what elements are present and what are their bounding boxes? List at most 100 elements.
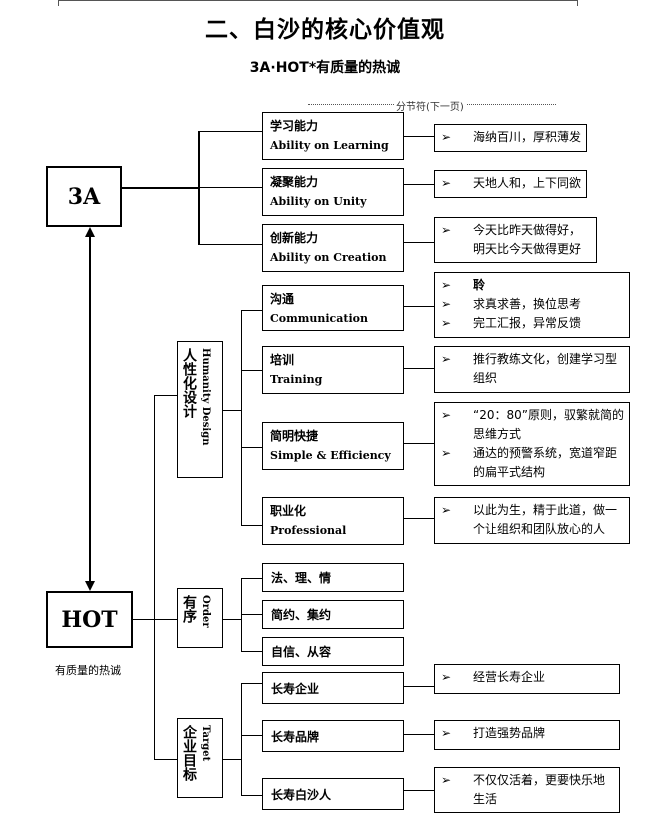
detail-text: 不仅仅活着，更要快乐地生活 bbox=[473, 773, 606, 806]
detail-simple-efficiency: ➢ “20：80”原则，驭繁就简的思维方式 ➢ 通达的预警系统，宽道窄距的扁平式结构 bbox=[434, 402, 630, 486]
arrow-up-icon bbox=[85, 227, 95, 237]
item-learning: 学习能力 Ability on Learning bbox=[262, 112, 404, 160]
item-communication-zh: 沟通 bbox=[270, 292, 295, 306]
page-title: 二、白沙的核心价值观 bbox=[205, 16, 445, 43]
detail-brand: ➢ 打造强势品牌 bbox=[434, 720, 620, 750]
bullet-icon: ➢ bbox=[441, 670, 452, 684]
item-creation-en: Ability on Creation bbox=[270, 251, 387, 264]
link-unity bbox=[404, 184, 434, 185]
item-simple-intensive: 简约、集约 bbox=[262, 600, 404, 629]
detail-unity: ➢天地人和，上下同欲 bbox=[434, 170, 587, 198]
item-long-life-brand: 长寿品牌 bbox=[262, 720, 404, 752]
bullet-icon: ➢ bbox=[441, 297, 452, 311]
bullet-icon: ➢ bbox=[441, 278, 452, 292]
detail-text: 海纳百川，厚积薄发 bbox=[473, 130, 582, 144]
page-subtitle: 3A·HOT*有质量的热诚 bbox=[249, 60, 401, 76]
detail-communication: ➢聆 ➢求真求善，换位思考 ➢完工汇报，异常反馈 bbox=[434, 272, 630, 338]
item-confident-calm: 自信、从容 bbox=[262, 637, 404, 666]
item-professional: 职业化 Professional bbox=[262, 497, 404, 545]
item-unity-zh: 凝聚能力 bbox=[270, 175, 319, 189]
bullet-icon: ➢ bbox=[441, 316, 452, 330]
link-brand bbox=[404, 734, 434, 735]
item-long-life-people-label: 长寿白沙人 bbox=[271, 787, 332, 802]
item-simple-efficiency: 简明快捷 Simple & Efficiency bbox=[262, 422, 404, 470]
connector-g3 bbox=[223, 759, 242, 760]
link-creation bbox=[404, 242, 434, 243]
bullet-icon: ➢ bbox=[441, 503, 452, 517]
bullet-icon: ➢ bbox=[441, 352, 452, 366]
item-simple-en: Simple & Efficiency bbox=[270, 449, 391, 462]
connector-3a-vertical bbox=[198, 131, 200, 245]
link-communication bbox=[404, 306, 434, 307]
section-break-label: 分节符(下一页) bbox=[394, 98, 466, 113]
connector-g2-item bbox=[241, 651, 262, 652]
arrow-down-icon bbox=[85, 581, 95, 591]
detail-text: 推行教练文化，创建学习型组织 bbox=[473, 352, 618, 385]
box-hot: HOT bbox=[46, 591, 133, 648]
connector-3a-item-1 bbox=[198, 131, 262, 132]
detail-text: 打造强势品牌 bbox=[473, 726, 546, 740]
link-enterprise bbox=[404, 686, 434, 687]
group-target: 企业目标 Target bbox=[177, 718, 223, 798]
item-creation: 创新能力 Ability on Creation bbox=[262, 224, 404, 272]
page-top-border-left bbox=[58, 0, 59, 6]
box-hot-label: HOT bbox=[61, 606, 118, 633]
detail-text: 通达的预警系统，宽道窄距的扁平式结构 bbox=[473, 446, 618, 479]
connector-g3-vertical bbox=[241, 683, 242, 796]
link-training bbox=[404, 368, 434, 369]
connector-3a bbox=[122, 187, 199, 189]
detail-text: “20：80”原则，驭繁就简的思维方式 bbox=[473, 408, 624, 441]
connector-g1-item bbox=[241, 447, 262, 448]
detail-creation: ➢今天比昨天做得好，明天比今天做得更好 bbox=[434, 217, 597, 263]
connector-g1-item bbox=[241, 525, 262, 526]
link-learning bbox=[404, 136, 434, 137]
connector-g3-item bbox=[241, 683, 262, 684]
item-communication: 沟通 Communication bbox=[262, 285, 404, 331]
connector-g3-item bbox=[241, 795, 262, 796]
detail-training: ➢ 推行教练文化，创建学习型组织 bbox=[434, 346, 630, 393]
connector-g2-vertical bbox=[241, 578, 242, 652]
connector-g2 bbox=[223, 619, 242, 620]
detail-learning: ➢ 海纳百川，厚积薄发 bbox=[434, 124, 587, 152]
link-professional bbox=[404, 518, 434, 519]
connector-g1-item bbox=[241, 310, 262, 311]
item-professional-zh: 职业化 bbox=[270, 504, 307, 518]
connector-hot-vertical bbox=[154, 395, 155, 760]
detail-people: ➢不仅仅活着，更要快乐地生活 bbox=[434, 767, 620, 813]
bullet-icon: ➢ bbox=[441, 408, 452, 422]
bullet-icon: ➢ bbox=[441, 130, 452, 144]
item-unity: 凝聚能力 Ability on Unity bbox=[262, 168, 404, 216]
detail-text: 求真求善，换位思考 bbox=[473, 297, 582, 311]
connector-g2-item bbox=[241, 578, 262, 579]
link-simple bbox=[404, 443, 434, 444]
group-order: 有序 Order bbox=[177, 588, 223, 648]
group-humanity-zh: 人性化设计 bbox=[181, 348, 197, 418]
box-3a-label: 3A bbox=[67, 183, 101, 210]
page-top-border bbox=[58, 0, 578, 1]
item-law-reason-emotion-label: 法、理、情 bbox=[271, 571, 332, 585]
detail-enterprise: ➢ 经营长寿企业 bbox=[434, 664, 620, 694]
group-order-zh: 有序 bbox=[181, 595, 197, 623]
connector-g1 bbox=[223, 410, 242, 411]
bullet-icon: ➢ bbox=[441, 726, 452, 740]
connector-g2-item bbox=[241, 614, 262, 615]
connector-group-1 bbox=[154, 395, 177, 396]
item-communication-en: Communication bbox=[270, 312, 368, 325]
item-simple-intensive-label: 简约、集约 bbox=[271, 608, 332, 622]
bullet-icon: ➢ bbox=[441, 446, 452, 460]
detail-text: 经营长寿企业 bbox=[473, 670, 546, 684]
item-training-en: Training bbox=[270, 373, 323, 386]
item-law-reason-emotion: 法、理、情 bbox=[262, 563, 404, 592]
detail-text: 今天比昨天做得好，明天比今天做得更好 bbox=[473, 223, 582, 256]
connector-g3-item bbox=[241, 735, 262, 736]
item-simple-zh: 简明快捷 bbox=[270, 429, 319, 443]
bullet-icon: ➢ bbox=[441, 176, 452, 190]
hot-note: 有质量的热诚 bbox=[55, 664, 121, 677]
item-learning-zh: 学习能力 bbox=[270, 119, 319, 133]
connector-g1-item bbox=[241, 370, 262, 371]
group-target-en: Target bbox=[200, 725, 211, 762]
arrow-shaft bbox=[89, 236, 91, 582]
connector-hot bbox=[133, 619, 155, 620]
item-long-life-brand-label: 长寿品牌 bbox=[271, 729, 320, 744]
item-long-life-people: 长寿白沙人 bbox=[262, 778, 404, 810]
